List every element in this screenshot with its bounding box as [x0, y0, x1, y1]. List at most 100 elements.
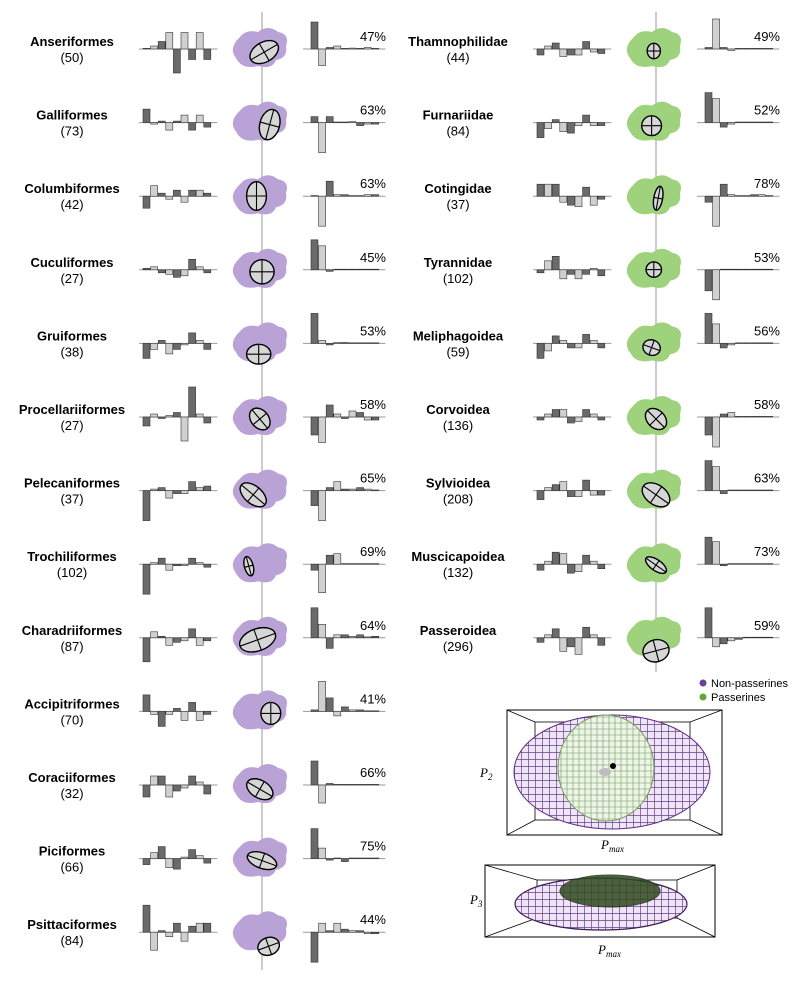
- left-bar: [142, 108, 151, 123]
- left-bar: [165, 858, 174, 868]
- left-bar: [551, 551, 560, 565]
- right-bar: [363, 857, 372, 859]
- right-bar: [742, 563, 751, 565]
- group-name: Passeroidea: [420, 623, 497, 638]
- right-bar: [310, 490, 319, 506]
- right-bar: [363, 122, 372, 125]
- right-bar: [310, 563, 319, 571]
- left-bar: [173, 563, 181, 567]
- right-bar: [310, 21, 319, 50]
- left-bar: [188, 481, 196, 491]
- view-box-edge: [676, 917, 716, 938]
- right-bar: [333, 413, 342, 418]
- right-bar: [325, 116, 334, 123]
- group-count: (70): [60, 712, 83, 727]
- group-row: Charadriiformes(87)64%: [22, 607, 386, 663]
- left-bar: [150, 852, 158, 859]
- group-count: (102): [443, 271, 473, 286]
- right-bar: [356, 412, 364, 418]
- right-bar: [704, 313, 713, 344]
- view-box-edge: [506, 819, 536, 836]
- group-row: Corvoidea(136)58%: [426, 396, 780, 448]
- ellipse-minor-axis: [253, 629, 262, 651]
- left-bar: [544, 122, 552, 129]
- view-box-edge: [689, 709, 723, 723]
- view-box-edge: [689, 819, 723, 836]
- right-bar: [750, 563, 758, 565]
- right-bar: [325, 180, 334, 197]
- left-bar: [173, 858, 181, 870]
- right-bar: [363, 268, 372, 271]
- group-row: Passeroidea(296)59%: [420, 607, 780, 663]
- percent-label: 63%: [360, 103, 386, 118]
- ellipse-minor-axis: [254, 781, 265, 798]
- group-name: Procellariiformes: [19, 402, 125, 417]
- right-bar: [719, 637, 728, 645]
- shape-ellipse: [249, 258, 275, 285]
- view-box-edge: [676, 864, 716, 881]
- right-bar: [757, 48, 766, 50]
- right-bar: [325, 343, 334, 346]
- left-bar: [582, 334, 590, 344]
- left-bar: [165, 931, 174, 938]
- left-bar: [536, 343, 545, 359]
- right-bar: [325, 930, 334, 933]
- left-bar: [188, 628, 196, 639]
- left-bar: [559, 269, 568, 280]
- legend-passerines-marker: [699, 693, 707, 701]
- right-bar: [750, 416, 758, 418]
- shape-ellipse: [249, 39, 280, 65]
- right-bar: [742, 489, 751, 491]
- left-bar: [551, 183, 560, 197]
- right-bar: [742, 121, 751, 123]
- group-row: Sylvioidea(208)63%: [426, 460, 780, 509]
- view-box-edge: [484, 864, 538, 881]
- left-bar: [536, 122, 545, 138]
- left-bar: [559, 340, 568, 344]
- percent-label: 78%: [754, 176, 780, 191]
- right-bar: [333, 711, 342, 717]
- group-count: (37): [446, 197, 469, 212]
- left-bar: [180, 637, 189, 642]
- percent-label: 63%: [754, 471, 780, 486]
- right-bar: [757, 121, 766, 123]
- right-bar: [341, 342, 349, 344]
- percent-label: 41%: [360, 691, 386, 706]
- left-bar: [165, 122, 174, 131]
- right-bar: [318, 416, 326, 443]
- right-bar: [735, 416, 743, 418]
- right-bar: [348, 47, 357, 50]
- left-bar: [589, 340, 598, 344]
- left-bar: [551, 335, 560, 344]
- ellipse-minor-axis: [648, 340, 655, 356]
- left-bar: [582, 41, 590, 50]
- group-count: (73): [60, 124, 83, 139]
- left-bar: [173, 120, 181, 123]
- left-bar: [544, 560, 552, 565]
- left-bar: [150, 488, 158, 491]
- right-bar: [371, 931, 380, 935]
- left-bar: [150, 185, 158, 197]
- passerine-ellipsoid: [559, 874, 661, 908]
- left-bar: [203, 269, 212, 274]
- right-bar: [757, 636, 766, 639]
- left-bar: [597, 416, 606, 421]
- right-bar: [356, 122, 364, 126]
- left-bar: [188, 386, 196, 418]
- left-bar: [559, 409, 568, 418]
- right-bar: [735, 489, 743, 491]
- left-bar: [150, 711, 158, 715]
- left-bar: [150, 45, 158, 50]
- right-bar: [356, 268, 364, 271]
- ellipse-minor-axis: [649, 412, 663, 426]
- left-bar: [195, 266, 204, 271]
- right-bar: [757, 268, 766, 271]
- right-bar: [712, 637, 720, 648]
- left-bar: [203, 922, 212, 933]
- left-bar: [203, 784, 212, 795]
- shape-ellipse: [645, 261, 663, 278]
- right-bar: [735, 268, 743, 271]
- right-bar: [765, 268, 774, 271]
- centroid-shadow: [599, 768, 611, 776]
- shape-ellipse: [644, 407, 668, 431]
